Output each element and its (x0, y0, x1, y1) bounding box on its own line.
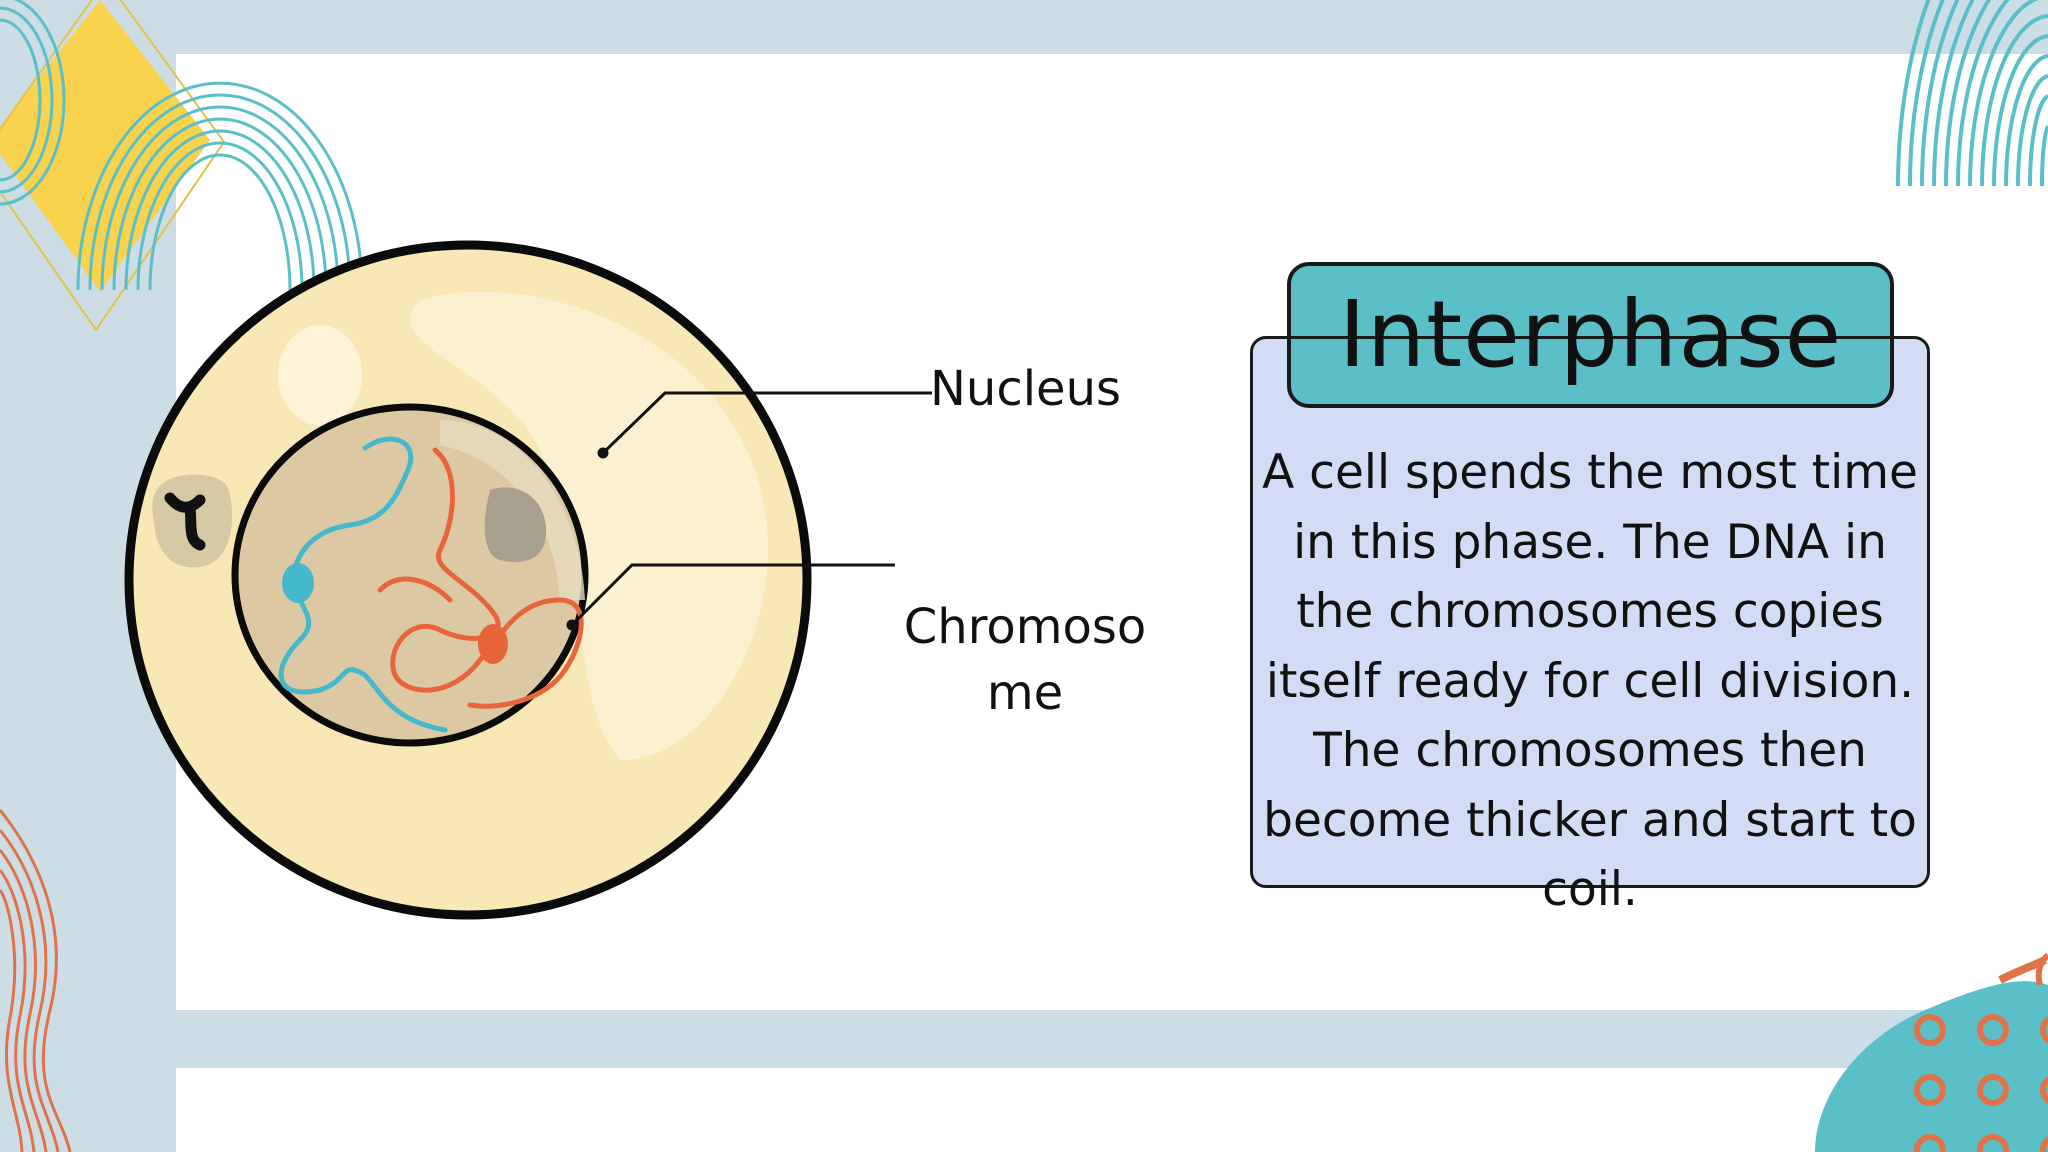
arc-orange-decoration (2035, 952, 2048, 986)
chromosome-leader (570, 563, 895, 627)
white-strip-bottom (176, 1068, 2048, 1152)
centromere-blue (282, 563, 314, 603)
leader-lines (570, 391, 932, 627)
dot-pattern-decoration (1914, 1014, 2048, 1152)
nucleus-leader (601, 391, 932, 455)
card-body-fill (1251, 337, 1929, 887)
card-description: A cell spends the most time in this phas… (1262, 445, 1918, 917)
organelle-mark (164, 492, 206, 551)
arc-lines-decoration (1896, 0, 2048, 187)
diamond-decoration (0, 0, 210, 292)
nucleolus (484, 487, 547, 562)
centromere-orange (478, 624, 508, 664)
blob-decoration (1815, 981, 2048, 1152)
nucleus-leader-dot (597, 447, 609, 459)
card-title-fill (1289, 264, 1892, 406)
chromosome-blue (278, 436, 448, 733)
chromosome-leader-dot (566, 619, 578, 631)
card-title: Interphase (1338, 281, 1843, 388)
cell-illustration (124, 240, 812, 920)
nucleus-highlight (440, 420, 585, 600)
highlight-spot (278, 325, 362, 425)
frame-bottom-bar (176, 1010, 2048, 1068)
nucleus-label: Nucleus (930, 361, 1122, 417)
wave-lines-decoration (0, 809, 72, 1152)
cell-highlight (410, 291, 768, 760)
chromosome-orange (377, 447, 584, 709)
card-title-box: Interphase (1287, 262, 1894, 408)
arc-lines-decoration (0, 0, 364, 291)
chromosome-label: Chromoso me (903, 599, 1147, 721)
frame-top-bar (0, 0, 2048, 54)
info-card (1250, 336, 1930, 888)
